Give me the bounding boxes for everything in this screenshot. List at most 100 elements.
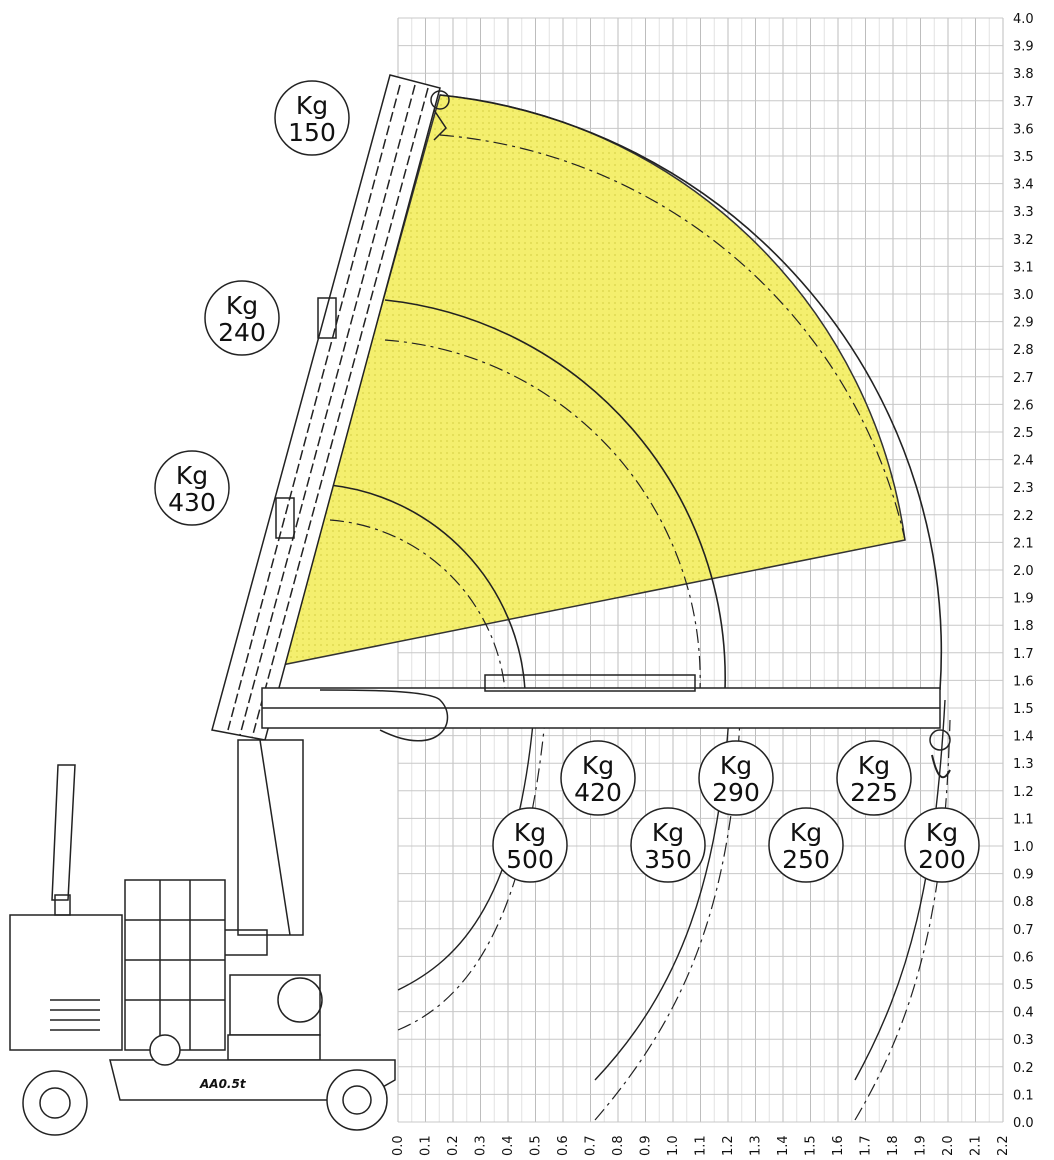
load-value: 420 <box>574 778 622 807</box>
y-tick-label: 2.2 <box>1013 509 1034 524</box>
load-unit: Kg <box>790 818 822 847</box>
y-tick-label: 2.4 <box>1013 454 1034 469</box>
lower-arc-200 <box>854 699 946 1081</box>
y-tick-label: 0.3 <box>1013 1033 1034 1048</box>
y-tick-label: 3.5 <box>1013 150 1034 165</box>
y-tick-label: 2.3 <box>1013 481 1034 496</box>
load-unit: Kg <box>296 91 328 120</box>
load-unit: Kg <box>176 461 208 490</box>
x-tick-label: 0.0 <box>391 1135 406 1156</box>
x-tick-label: 1.9 <box>914 1135 929 1156</box>
y-tick-label: 2.7 <box>1013 371 1034 386</box>
load-value: 500 <box>506 845 554 874</box>
y-tick-label: 2.5 <box>1013 426 1034 441</box>
reach-arc-240 <box>384 299 726 691</box>
y-tick-label: 2.0 <box>1013 564 1034 579</box>
reach-arc-430 <box>329 484 526 691</box>
x-tick-label: 0.4 <box>501 1135 516 1156</box>
load-unit: Kg <box>720 751 752 780</box>
reach-arc-150-dashed <box>439 134 906 541</box>
y-axis-ticks: 0.00.10.20.30.40.50.60.70.80.91.01.11.21… <box>1013 12 1034 1131</box>
y-tick-label: 0.8 <box>1013 895 1034 910</box>
y-tick-label: 1.7 <box>1013 647 1034 662</box>
x-tick-label: 2.1 <box>969 1135 984 1156</box>
x-tick-label: 1.2 <box>721 1135 736 1156</box>
y-tick-label: 1.6 <box>1013 674 1034 689</box>
x-tick-label: 1.1 <box>694 1135 709 1156</box>
x-tick-label: 1.3 <box>749 1135 764 1156</box>
y-tick-label: 1.4 <box>1013 730 1034 745</box>
load-value: 150 <box>288 118 336 147</box>
load-unit: Kg <box>652 818 684 847</box>
reach-arc-240-dashed <box>384 339 701 691</box>
y-tick-label: 0.9 <box>1013 868 1034 883</box>
x-tick-label: 0.7 <box>584 1135 599 1156</box>
y-tick-label: 0.6 <box>1013 950 1034 965</box>
reach-arc-150 <box>439 94 943 691</box>
load-value: 240 <box>218 318 266 347</box>
x-tick-label: 0.1 <box>419 1135 434 1156</box>
y-tick-label: 0.1 <box>1013 1088 1034 1103</box>
y-tick-label: 3.2 <box>1013 233 1034 248</box>
y-tick-label: 3.4 <box>1013 178 1034 193</box>
y-tick-label: 1.1 <box>1013 812 1034 827</box>
y-tick-label: 0.0 <box>1013 1116 1034 1131</box>
y-tick-label: 3.6 <box>1013 122 1034 137</box>
y-tick-label: 2.8 <box>1013 343 1034 358</box>
y-tick-label: 0.2 <box>1013 1061 1034 1076</box>
y-tick-label: 3.0 <box>1013 288 1034 303</box>
y-tick-label: 1.9 <box>1013 592 1034 607</box>
x-tick-label: 0.2 <box>446 1135 461 1156</box>
y-tick-label: 0.4 <box>1013 1006 1034 1021</box>
x-tick-label: 1.8 <box>886 1135 901 1156</box>
y-tick-label: 1.5 <box>1013 702 1034 717</box>
y-tick-label: 1.8 <box>1013 619 1034 634</box>
load-labels: Kg150Kg240Kg430Kg420Kg290Kg225Kg500Kg350… <box>154 80 980 883</box>
x-tick-label: 1.0 <box>666 1135 681 1156</box>
y-tick-label: 0.5 <box>1013 978 1034 993</box>
x-tick-label: 0.9 <box>639 1135 654 1156</box>
x-tick-label: 1.6 <box>831 1135 846 1156</box>
load-value: 290 <box>712 778 760 807</box>
load-value: 200 <box>918 845 966 874</box>
y-tick-label: 3.7 <box>1013 95 1034 110</box>
y-tick-label: 3.3 <box>1013 205 1034 220</box>
x-tick-label: 1.4 <box>776 1135 791 1156</box>
y-tick-label: 3.8 <box>1013 67 1034 82</box>
y-tick-label: 1.2 <box>1013 785 1034 800</box>
y-tick-label: 2.1 <box>1013 536 1034 551</box>
lower-arc-500-dashed <box>397 719 546 1031</box>
x-tick-label: 0.6 <box>556 1135 571 1156</box>
reach-arc-430-dashed <box>329 519 506 691</box>
load-value: 430 <box>168 488 216 517</box>
x-tick-label: 0.5 <box>529 1135 544 1156</box>
load-unit: Kg <box>582 751 614 780</box>
x-tick-label: 0.3 <box>474 1135 489 1156</box>
y-tick-label: 4.0 <box>1013 12 1034 27</box>
load-value: 250 <box>782 845 830 874</box>
y-tick-label: 1.3 <box>1013 757 1034 772</box>
load-value: 225 <box>850 778 898 807</box>
y-tick-label: 1.0 <box>1013 840 1034 855</box>
load-unit: Kg <box>926 818 958 847</box>
load-unit: Kg <box>514 818 546 847</box>
model-plate: AA0.5t <box>199 1077 247 1091</box>
x-tick-label: 2.0 <box>941 1135 956 1156</box>
x-tick-label: 1.5 <box>804 1135 819 1156</box>
x-tick-label: 2.2 <box>996 1135 1011 1156</box>
load-unit: Kg <box>858 751 890 780</box>
y-tick-label: 2.6 <box>1013 398 1034 413</box>
y-tick-label: 3.9 <box>1013 40 1034 55</box>
x-tick-label: 0.8 <box>611 1135 626 1156</box>
crane-machine <box>9 74 951 1136</box>
x-tick-label: 1.7 <box>859 1135 874 1156</box>
